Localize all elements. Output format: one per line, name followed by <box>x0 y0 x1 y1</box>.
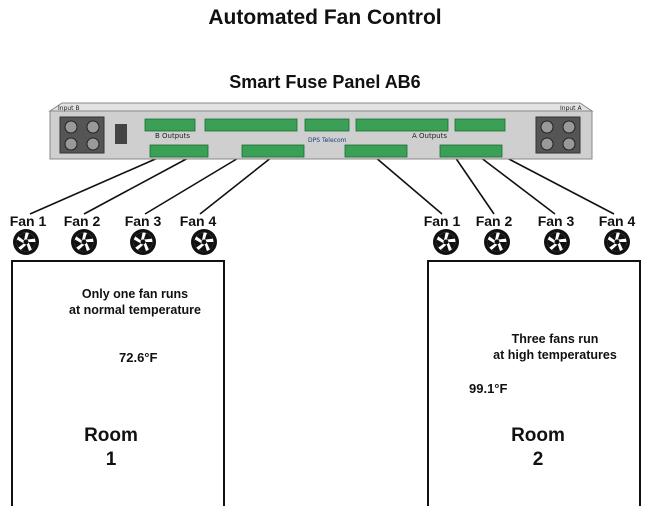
room-1-name: Room 1 <box>66 424 156 472</box>
panel-input-b-label: Input B <box>58 105 80 112</box>
panel-a-outputs-label: A Outputs <box>412 132 447 140</box>
left-fan-1-icon <box>13 229 39 255</box>
panel-title: Smart Fuse Panel AB6 <box>229 72 421 92</box>
wire-left-fan-1 <box>29 156 161 215</box>
wire-right-fan-4 <box>504 156 615 215</box>
left-fan-3-icon <box>130 229 156 255</box>
wire-left-fan-4 <box>199 156 273 215</box>
right-fan-1-label: Fan 1 <box>423 213 461 229</box>
wire-right-fan-3 <box>479 156 556 215</box>
room-2-note-line-2: at high temperatures <box>493 348 617 362</box>
left-fan-4-icon <box>191 229 217 255</box>
right-fan-3-icon <box>544 229 570 255</box>
room-1-name-line-1: Room <box>84 425 138 446</box>
right-fan-4-icon <box>604 229 630 255</box>
right-fan-3-label: Fan 3 <box>537 213 575 229</box>
room-1-temperature: 72.6°F <box>119 350 158 365</box>
panel-input-a-label: Input A <box>560 105 582 112</box>
input-b-block <box>59 116 105 154</box>
room-2-note-line-1: Three fans run <box>511 332 599 346</box>
room-1-note: Only one fan runs at normal temperature <box>40 286 230 318</box>
wire-right-fan-1 <box>374 156 443 215</box>
room-1 <box>11 260 225 506</box>
fans <box>13 229 630 255</box>
left-fan-2-label: Fan 2 <box>63 213 101 229</box>
left-fan-1-label: Fan 1 <box>9 213 47 229</box>
room-2-name-line-1: Room <box>511 425 565 446</box>
left-fan-3-label: Fan 3 <box>124 213 162 229</box>
fuse-panel: B Outputs A Outputs DPS Telecom Input B … <box>48 102 594 160</box>
right-fan-2-label: Fan 2 <box>475 213 513 229</box>
terminal-strips-bottom <box>149 144 503 158</box>
room-2-name-line-2: 2 <box>532 449 544 470</box>
room-1-note-line-1: Only one fan runs <box>81 287 189 301</box>
room-1-name-line-2: 1 <box>105 449 117 470</box>
wires <box>29 156 615 215</box>
left-fan-4-label: Fan 4 <box>179 213 217 229</box>
panel-switch <box>115 124 127 144</box>
room-2-note: Three fans run at high temperatures <box>470 331 640 363</box>
wire-right-fan-2 <box>454 156 495 215</box>
right-fan-1-icon <box>433 229 459 255</box>
panel-b-outputs-label: B Outputs <box>155 132 190 140</box>
room-1-note-line-2: at normal temperature <box>69 303 201 317</box>
room-2-name: Room 2 <box>493 424 583 472</box>
right-fan-4-label: Fan 4 <box>598 213 636 229</box>
wire-left-fan-3 <box>144 156 241 215</box>
diagram-title: Automated Fan Control <box>208 6 442 29</box>
left-fan-2-icon <box>71 229 97 255</box>
wire-left-fan-2 <box>83 156 191 215</box>
room-2-temperature: 99.1°F <box>469 381 508 396</box>
right-fan-2-icon <box>484 229 510 255</box>
panel-brand-label: DPS Telecom <box>308 137 347 144</box>
room-2 <box>427 260 641 506</box>
terminal-strips-top <box>144 118 506 132</box>
input-a-block <box>535 116 581 154</box>
